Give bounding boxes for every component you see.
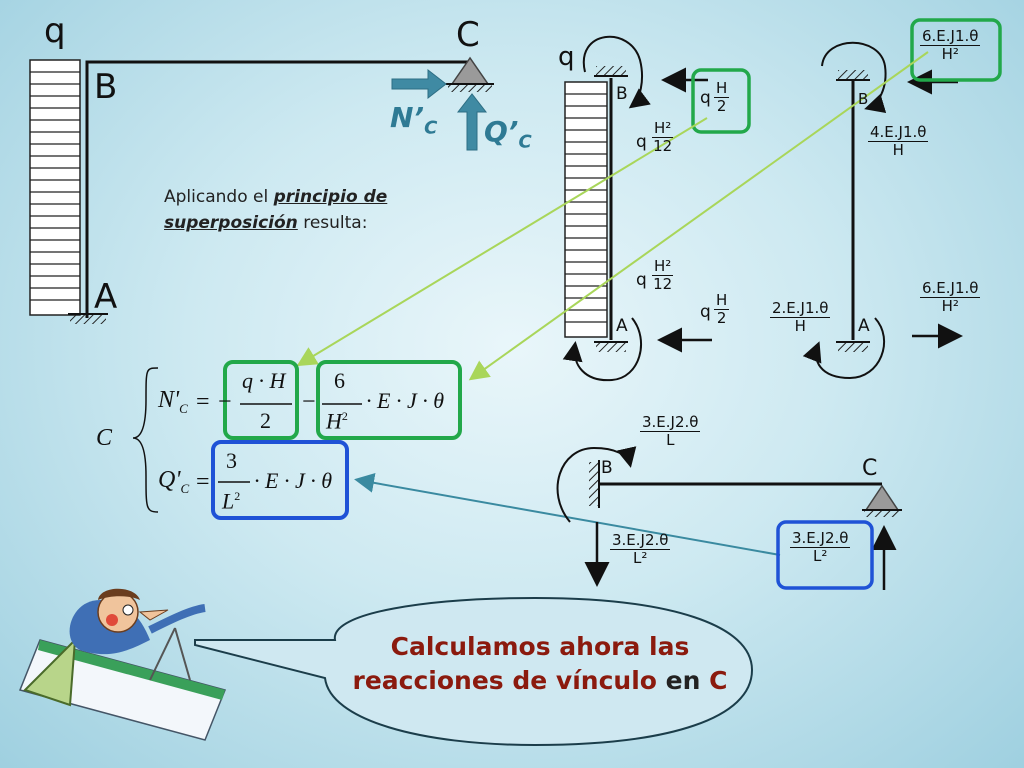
eq-N-lhs: N'C bbox=[158, 387, 188, 416]
eq-blue-box bbox=[211, 440, 349, 520]
eq-N-minus-1: − bbox=[218, 389, 232, 415]
guide-arrow-1 bbox=[296, 117, 708, 367]
bottom-beam bbox=[556, 446, 902, 590]
left-frame bbox=[29, 56, 494, 324]
middle-frame bbox=[562, 35, 751, 382]
mid-qH212-top-a: q bbox=[636, 132, 647, 152]
eq-N-EJt: · E · J · θ bbox=[366, 388, 445, 413]
right-frame bbox=[802, 18, 1002, 380]
bubble-text: Calculamos ahora las reacciones de víncu… bbox=[352, 632, 728, 695]
guide-arrow-3 bbox=[354, 472, 781, 556]
eq-three-num: 3 bbox=[226, 448, 237, 473]
Q-c-label: Q’C bbox=[484, 115, 532, 153]
right-bottom-moment-arrow bbox=[802, 317, 885, 380]
mid-qH2-bot-a: q bbox=[700, 302, 711, 322]
eq-three-den: L2 bbox=[222, 488, 241, 514]
mid-q-label: q bbox=[558, 42, 575, 72]
eq-N-minus-2: − bbox=[302, 389, 316, 415]
right-A-label: A bbox=[858, 316, 870, 336]
mid-A-label: A bbox=[616, 316, 628, 336]
eq-C-label: C bbox=[96, 425, 113, 451]
N-c-arrow bbox=[391, 68, 447, 100]
equation-brace bbox=[132, 367, 159, 513]
guide-arrow-2 bbox=[468, 51, 929, 381]
load-lines bbox=[30, 71, 80, 301]
distributed-load-block bbox=[29, 59, 81, 316]
left-C-label: C bbox=[456, 15, 480, 55]
mid-qH212-bot-a: q bbox=[636, 270, 647, 290]
eq-Q-equals: = bbox=[196, 469, 210, 495]
right-B-label: B bbox=[858, 90, 869, 108]
Q-c-arrow bbox=[456, 93, 488, 151]
mid-load-block bbox=[564, 81, 608, 338]
fixed-support-A bbox=[70, 314, 106, 324]
mid-B-label: B bbox=[616, 84, 628, 104]
right-green-box bbox=[910, 18, 1002, 82]
left-q-label: q bbox=[44, 11, 66, 51]
mid-green-box bbox=[691, 68, 751, 134]
cartoon-engineer bbox=[18, 588, 227, 741]
beam-C-label: C bbox=[862, 456, 878, 481]
eq-green-box-1 bbox=[223, 360, 299, 440]
eq-qH-den: 2 bbox=[260, 408, 271, 433]
mid-top-moment-arrow bbox=[582, 35, 651, 109]
beam-blue-box bbox=[776, 520, 874, 590]
beam-moment-arrow bbox=[556, 446, 637, 523]
mid-bottom-moment-arrow bbox=[562, 317, 642, 382]
frame-members bbox=[85, 60, 470, 318]
eq-six-num: 6 bbox=[334, 368, 345, 393]
beam-B-label: B bbox=[601, 458, 613, 478]
eq-Q-EJt: · E · J · θ bbox=[254, 468, 333, 493]
speech-bubble bbox=[194, 596, 754, 747]
N-c-label: N’C bbox=[390, 101, 438, 139]
left-B-label: B bbox=[94, 67, 118, 107]
eq-green-box-2 bbox=[316, 360, 462, 440]
left-A-label: A bbox=[94, 277, 118, 317]
superposition-note: Aplicando el principio de superposición … bbox=[164, 187, 388, 233]
mid-qH2-top-a: q bbox=[700, 88, 711, 108]
eq-N-equals: = bbox=[196, 389, 210, 415]
eq-qH-num: q · H bbox=[242, 368, 286, 393]
eq-six-den: H2 bbox=[326, 408, 348, 434]
right-top-moment-arrow bbox=[821, 41, 887, 113]
eq-Q-lhs: Q'C bbox=[158, 467, 190, 496]
